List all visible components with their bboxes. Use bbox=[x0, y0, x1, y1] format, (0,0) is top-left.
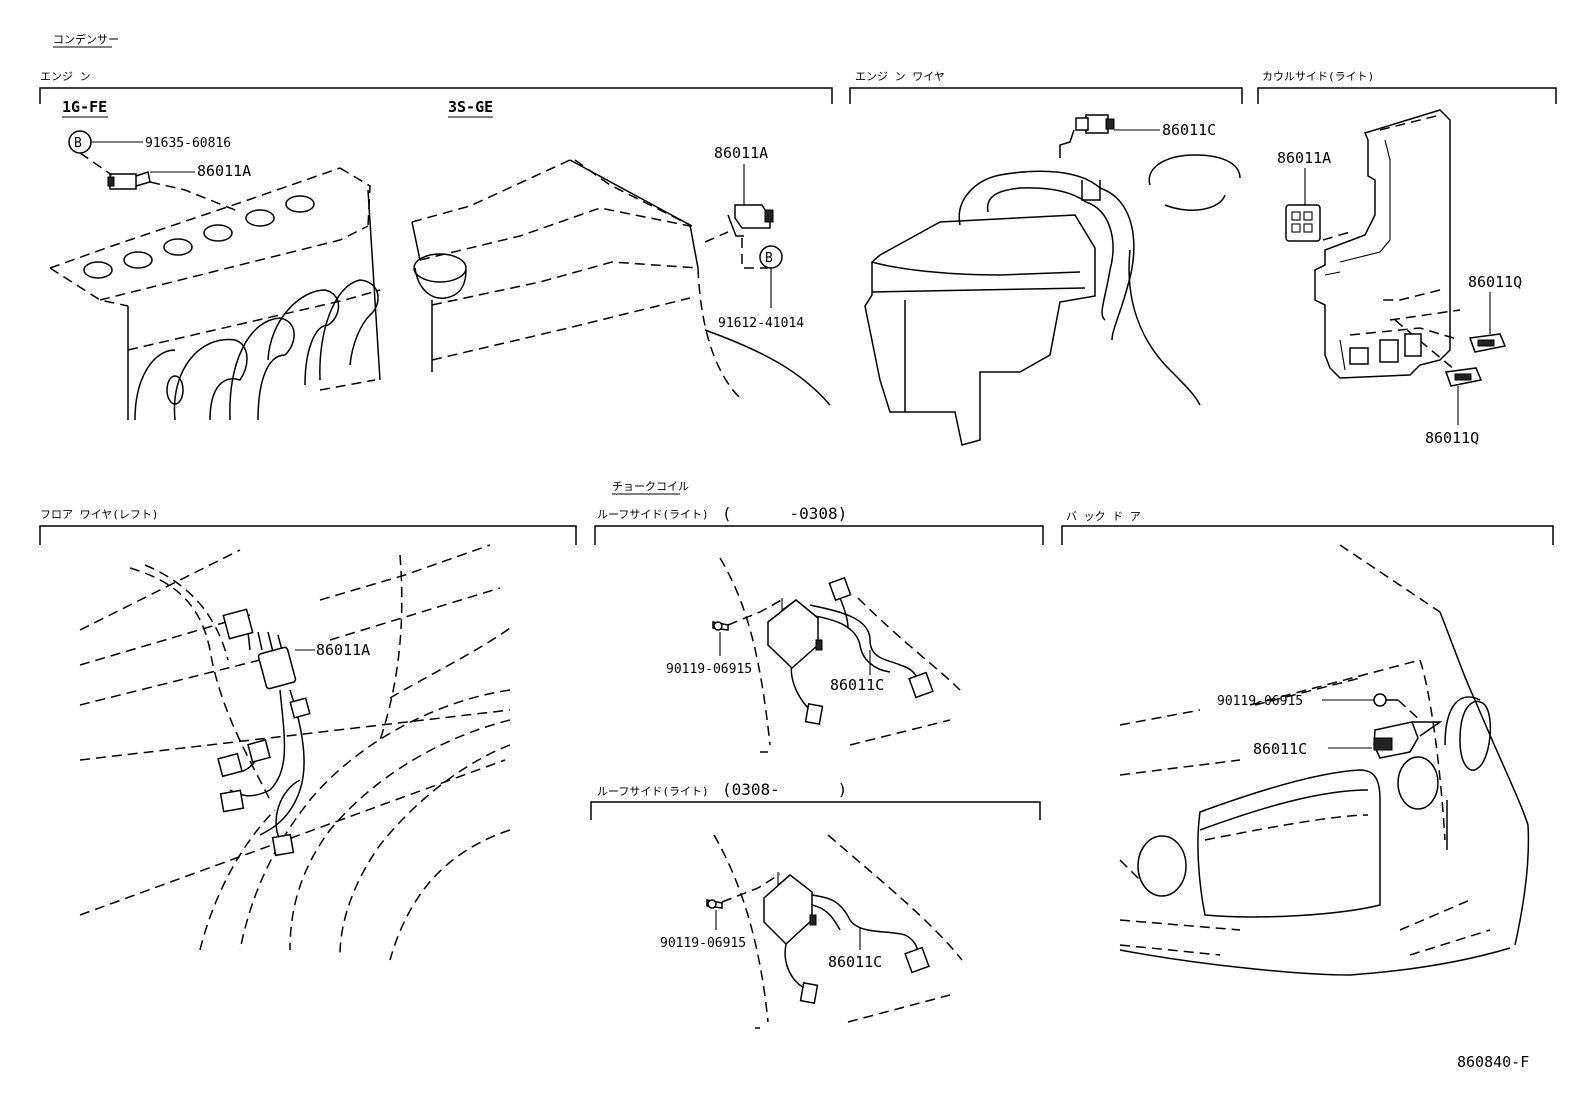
section-title-floor-wire: フロア ワイヤ(レフト) bbox=[40, 508, 159, 521]
connector-86011a-3s bbox=[727, 204, 774, 237]
part-label-86011a-cowl: 86011A bbox=[1277, 149, 1331, 167]
part-label-90119-06915-back: 90119-06915 bbox=[1217, 694, 1303, 709]
connector-86011q-lower bbox=[1444, 367, 1483, 387]
floor-wire-illustration bbox=[79, 544, 511, 961]
section-range-roof-side-1: ( -0308) bbox=[722, 504, 847, 523]
part-label-86011q-lower: 86011Q bbox=[1425, 429, 1479, 447]
part-label-86011c-roof1: 86011C bbox=[830, 676, 884, 694]
section-back-door: バ ック ド ア bbox=[1061, 510, 1554, 545]
engine-variant-1g-fe: 1G-FE bbox=[62, 98, 107, 116]
bolt-marker-1g: B bbox=[68, 130, 92, 154]
bolt-back-door bbox=[1373, 693, 1398, 707]
engine-variant-3s-ge: 3S-GE bbox=[448, 98, 493, 116]
roof-side-2-illustration bbox=[713, 834, 963, 1029]
part-label-90119-06915-roof2: 90119-06915 bbox=[660, 936, 746, 951]
section-title-cowl-side: カウルサイド(ライト) bbox=[1262, 70, 1374, 83]
part-label-86011q-upper: 86011Q bbox=[1468, 273, 1522, 291]
part-label-86011c-back: 86011C bbox=[1253, 740, 1307, 758]
connector-86011c-engine-wire bbox=[1059, 114, 1115, 158]
section-cowl-side: カウルサイド(ライト) bbox=[1257, 70, 1557, 104]
engine-3s-ge-illustration bbox=[411, 159, 831, 406]
section-title-choke-coil: チョークコイル bbox=[612, 480, 689, 493]
part-label-86011a-floor: 86011A bbox=[316, 641, 370, 659]
connector-86011a-cowl bbox=[1285, 204, 1321, 242]
section-roof-side-1: チョークコイル ルーフサイド(ライト) ( -0308) bbox=[594, 480, 1044, 545]
part-label-86011a-3s: 86011A bbox=[714, 144, 768, 162]
section-title-engine: エンジ ン bbox=[40, 70, 91, 83]
part-label-90119-06915-roof1: 90119-06915 bbox=[666, 662, 752, 677]
part-label-86011c-engine-wire: 86011C bbox=[1162, 121, 1216, 139]
engine-1g-fe-illustration bbox=[49, 167, 381, 421]
connector-86011a-1g bbox=[107, 171, 151, 190]
connector-86011a-floor bbox=[217, 608, 311, 857]
section-engine: エンジ ン bbox=[39, 70, 833, 104]
svg-text:B: B bbox=[765, 251, 773, 266]
engine-wire-illustration bbox=[864, 154, 1241, 446]
top-caption: コンデンサー bbox=[53, 32, 119, 46]
section-range-roof-side-2: (0308- ) bbox=[722, 780, 847, 799]
part-label-91612-41014: 91612-41014 bbox=[718, 316, 804, 331]
bolt-marker-3s: B bbox=[759, 245, 783, 269]
screw-2 bbox=[706, 899, 723, 909]
choke-coil-back bbox=[1373, 721, 1443, 759]
section-title-back-door: バ ック ド ア bbox=[1066, 510, 1141, 523]
part-label-91635-60816: 91635-60816 bbox=[145, 136, 231, 151]
screw-1 bbox=[712, 621, 729, 631]
section-engine-wire: エンジ ン ワイヤ bbox=[849, 70, 1243, 104]
part-label-86011c-roof2: 86011C bbox=[828, 953, 882, 971]
section-title-engine-wire: エンジ ン ワイヤ bbox=[855, 70, 945, 83]
figure-code: 860840-F bbox=[1457, 1053, 1529, 1071]
back-door-illustration bbox=[1119, 544, 1530, 976]
connector-86011q-upper bbox=[1468, 333, 1507, 353]
section-title-roof-side-2: ルーフサイド(ライト) bbox=[597, 785, 709, 798]
part-label-86011a-1g: 86011A bbox=[197, 162, 251, 180]
section-floor-wire: フロア ワイヤ(レフト) bbox=[39, 508, 577, 545]
choke-coil-1 bbox=[767, 598, 823, 670]
svg-text:B: B bbox=[74, 136, 82, 151]
cowl-side-illustration bbox=[1314, 109, 1461, 379]
section-roof-side-2: ルーフサイド(ライト) (0308- ) bbox=[590, 780, 1041, 820]
choke-coil-2 bbox=[763, 872, 817, 946]
section-title-roof-side-1: ルーフサイド(ライト) bbox=[597, 508, 709, 521]
